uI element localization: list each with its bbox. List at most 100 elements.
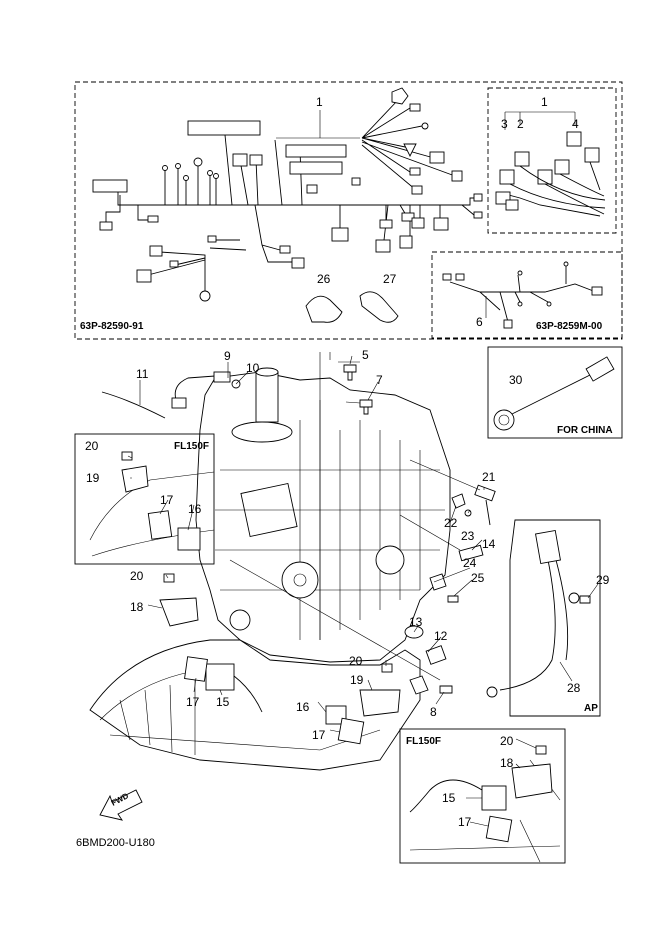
bolt-20 (381, 663, 393, 673)
harness-connector (503, 319, 513, 329)
ap-tag: AP (584, 703, 598, 714)
harness-connector (566, 131, 582, 147)
callout-3: 3 (501, 117, 508, 131)
sensor-9-cable (174, 375, 216, 401)
harness-connector (473, 193, 483, 202)
harness-connector (136, 269, 152, 283)
callout-8: 8 (430, 705, 437, 719)
bracket-22 (451, 493, 466, 509)
ring-terminal (563, 261, 569, 267)
fl150f-lower-panel (399, 728, 566, 864)
harness-connector (99, 221, 113, 231)
sensor-14 (458, 544, 484, 562)
harness-connector (554, 159, 570, 175)
harness-connector (473, 211, 483, 219)
harness-connector (514, 151, 530, 167)
sensor-30-connector (493, 409, 515, 431)
crankshaft-cap (255, 367, 279, 377)
sensor-cable-30 (509, 369, 601, 416)
for-china-border (487, 346, 623, 439)
timing-gear (281, 561, 319, 599)
sub-harness-code: 63P-8259M-00 (536, 321, 603, 332)
harness-connector (451, 170, 463, 182)
callout-25: 25 (471, 571, 485, 585)
figure-id: 6BMD200-U180 (76, 837, 155, 849)
sensor-9 (213, 371, 231, 383)
callout-26: 26 (317, 272, 331, 286)
bolt-20 (121, 451, 133, 461)
harness-connector (409, 103, 421, 112)
harness-connector (207, 235, 217, 243)
harness-connector (306, 184, 318, 194)
callout-20: 20 (85, 439, 99, 453)
for-china-tag: FOR CHINA (557, 425, 613, 436)
callout-23: 23 (461, 529, 475, 543)
harness-connector (403, 143, 417, 158)
harness-connector (331, 227, 349, 242)
seal-17 (485, 815, 513, 843)
engine-boss (229, 609, 251, 631)
harness-connector (391, 87, 409, 105)
harness-clamp-27 (359, 291, 399, 323)
harness-connector (285, 144, 347, 158)
harness-connector (351, 177, 361, 186)
callout-29: 29 (596, 573, 610, 587)
leader-line (319, 352, 331, 640)
bolt-5 (343, 364, 357, 381)
cowl-outline (89, 639, 421, 771)
harness-branch (254, 204, 292, 263)
harness-connector (591, 286, 603, 296)
callout-18: 18 (130, 600, 144, 614)
callout-19: 19 (350, 673, 364, 687)
callout-12: 12 (434, 629, 448, 643)
ring-terminal (162, 165, 168, 171)
harness-connector (455, 273, 465, 281)
ring-terminal (199, 290, 211, 302)
switch-15-lead (233, 675, 263, 713)
callout-5: 5 (362, 348, 369, 362)
fl150f-upper-panel (74, 433, 215, 565)
engine-outline (195, 371, 451, 663)
harness-branch (239, 139, 303, 206)
harness-fanout (361, 99, 456, 191)
callout-20: 20 (130, 569, 144, 583)
harness-branch (147, 239, 247, 292)
bracket-18 (511, 763, 553, 799)
ring-terminal (175, 163, 181, 169)
callout-13: 13 (409, 615, 423, 629)
callout-20: 20 (349, 654, 363, 668)
code-labels: 63P-82590-91 63P-8259M-00 6BMD200-U180 (76, 321, 603, 849)
callout-leader (504, 111, 576, 130)
harness-detail-border (487, 87, 617, 234)
ring-terminal (517, 270, 523, 276)
cable-strap-11 (101, 391, 166, 419)
ring-terminal (213, 173, 219, 179)
battery-cable-28 (555, 559, 569, 661)
callout-6: 6 (476, 315, 483, 329)
harness-connector (584, 147, 600, 163)
crankshaft-top (255, 371, 279, 423)
cowl-ribs (119, 680, 196, 755)
main-harness-panel (74, 81, 623, 340)
switch-15-lead (409, 779, 483, 813)
harness-connector (411, 185, 423, 195)
harness-connector (409, 167, 421, 176)
ring-terminal (421, 122, 429, 130)
sensor-30-connector-face (498, 414, 510, 426)
for-china-panel (487, 346, 623, 439)
callout-9: 9 (224, 349, 231, 363)
battery-cable-28 (499, 559, 556, 691)
battery-terminal (486, 686, 498, 698)
callout-17: 17 (458, 815, 472, 829)
callout-17: 17 (312, 728, 326, 742)
callout-19: 19 (86, 471, 100, 485)
ap-panel (486, 519, 601, 717)
harness-connector (375, 239, 391, 253)
bolt-8 (439, 685, 453, 694)
ap-border (509, 519, 601, 717)
harness-branch (105, 195, 121, 226)
cap-16 (325, 705, 347, 725)
callout-1: 1 (316, 95, 323, 109)
callout-16: 16 (188, 502, 202, 516)
